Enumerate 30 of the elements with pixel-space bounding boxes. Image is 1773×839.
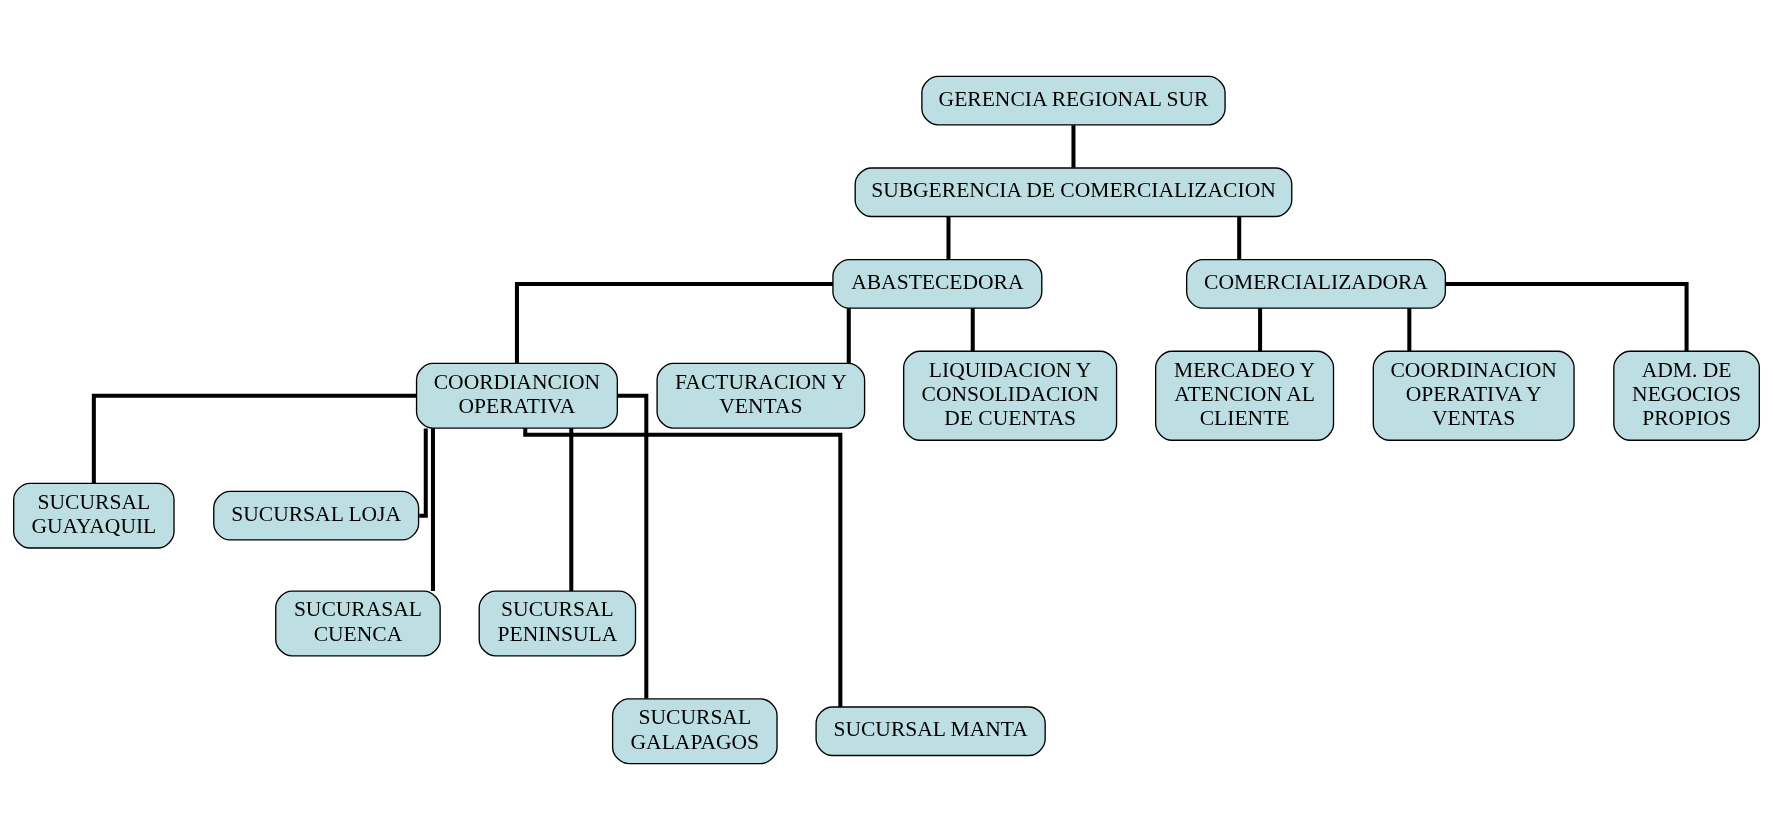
node-box: COORDIANCION OPERATIVA bbox=[415, 362, 618, 429]
connector bbox=[1071, 124, 1076, 168]
connector bbox=[846, 307, 851, 363]
node-box: SUBGERENCIA DE COMERCIALIZACION bbox=[854, 166, 1293, 217]
node-box: SUCURSAL MANTA bbox=[815, 705, 1046, 756]
connector bbox=[1237, 216, 1242, 259]
node-box: ABASTECEDORA bbox=[832, 258, 1043, 309]
connector bbox=[419, 428, 428, 518]
node-box: SUCURSAL PENINSULA bbox=[478, 589, 637, 656]
connector bbox=[430, 427, 435, 591]
connector bbox=[1407, 307, 1412, 351]
connector bbox=[970, 307, 975, 351]
connector bbox=[91, 393, 417, 483]
connector bbox=[514, 281, 833, 363]
node-box: COORDINACION OPERATIVA Y VENTAS bbox=[1372, 350, 1575, 441]
connector bbox=[569, 427, 574, 591]
node-box: FACTURACION Y VENTAS bbox=[656, 362, 866, 429]
connector bbox=[1445, 281, 1689, 351]
node-box: ADM. DE NEGOCIOS PROPIOS bbox=[1613, 350, 1760, 441]
node-box: MERCADEO Y ATENCION AL CLIENTE bbox=[1155, 350, 1335, 441]
node-box: SUCURSAL GUAYAQUIL bbox=[13, 482, 175, 549]
connector bbox=[523, 427, 843, 707]
node-box: LIQUIDACION Y CONSOLIDACION DE CUENTAS bbox=[903, 350, 1118, 441]
node-box: SUCURASAL CUENCA bbox=[275, 589, 441, 656]
node-box: GERENCIA REGIONAL SUR bbox=[921, 75, 1226, 126]
connector bbox=[946, 216, 951, 259]
node-box: SUCURSAL LOJA bbox=[213, 490, 420, 541]
node-box: SUCURSAL GALAPAGOS bbox=[611, 697, 778, 764]
node-box: COMERCIALIZADORA bbox=[1185, 258, 1447, 309]
connector bbox=[1258, 307, 1263, 351]
